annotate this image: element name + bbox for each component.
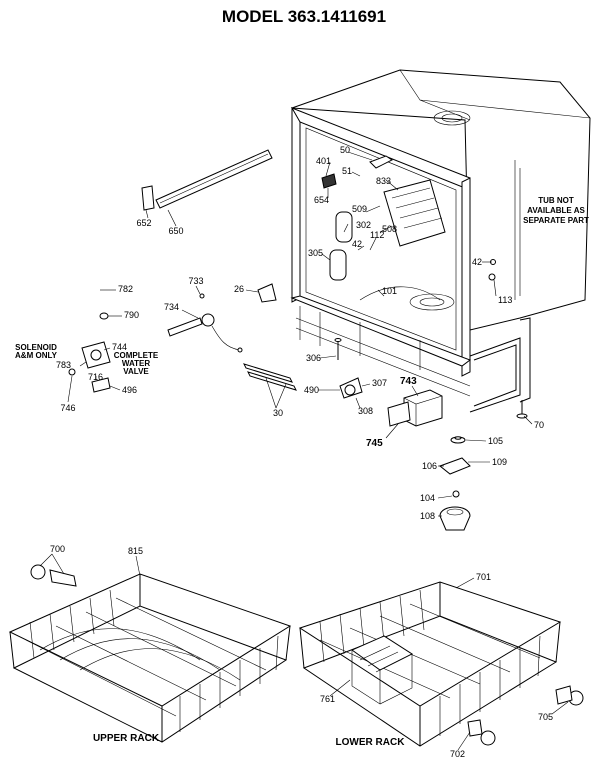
loose-parts-drawing [68, 149, 528, 427]
part-label: 50 [340, 145, 350, 155]
part-label: 701 [476, 572, 491, 582]
part-label: 782 [118, 284, 133, 294]
valve-note: COMPLETE WATER VALVE [114, 351, 159, 376]
part-label: 734 [164, 302, 179, 312]
part-label: 743 [400, 376, 417, 387]
tub-note-line-1: TUB NOT [538, 196, 574, 205]
part-label: 783 [56, 360, 71, 370]
part-label: 112 [370, 230, 384, 240]
part-label: 105 [488, 436, 503, 446]
upper-rack-drawing [8, 564, 292, 743]
part-label: 401 [316, 156, 331, 166]
part-label: 700 [50, 544, 65, 554]
part-label: 104 [420, 493, 435, 503]
part-label: 307 [372, 378, 387, 388]
part-label: 508 [382, 224, 397, 234]
tub-drawing [290, 69, 591, 413]
part-label: 42 [352, 239, 362, 249]
part-label: 106 [422, 461, 437, 471]
solenoid-note-line-1: SOLENOID [15, 343, 57, 352]
part-label: 745 [366, 438, 383, 449]
part-label: 652 [136, 218, 151, 228]
part-label: 761 [320, 694, 335, 704]
part-label: 705 [538, 712, 553, 722]
part-label: 815 [128, 546, 143, 556]
valve-note-line-3: VALVE [123, 367, 149, 376]
part-label: 496 [122, 385, 137, 395]
part-label: 305 [308, 248, 323, 258]
spray-parts-drawing [438, 436, 471, 531]
part-label: 654 [314, 195, 329, 205]
model-title: MODEL 363.1411691 [222, 7, 386, 26]
part-label: 51 [342, 166, 352, 176]
part-label: 70 [534, 420, 544, 430]
part-label: 42 [472, 257, 482, 267]
part-label: 26 [234, 284, 244, 294]
part-label: 702 [450, 749, 465, 759]
part-label: 650 [168, 226, 183, 236]
tub-note: TUB NOT AVAILABLE AS SEPARATE PART [523, 196, 589, 225]
part-label: 746 [60, 403, 75, 413]
part-label: 790 [124, 310, 139, 320]
lower-rack-caption: LOWER RACK [336, 737, 406, 748]
part-label: 302 [356, 220, 371, 230]
solenoid-note-line-2: A&M ONLY [15, 351, 58, 360]
part-label: 30 [273, 408, 283, 418]
tub-note-line-3: SEPARATE PART [523, 216, 589, 225]
part-label: 716 [88, 372, 103, 382]
part-labels: 50 401 51 654 833 509 302 42 112 508 305… [50, 145, 553, 759]
part-label: 101 [382, 286, 397, 296]
part-label: 108 [420, 511, 435, 521]
part-label: 308 [358, 406, 373, 416]
valve-note-line-2: WATER [122, 359, 151, 368]
part-label: 490 [304, 385, 319, 395]
part-label: 744 [112, 342, 127, 352]
tub-note-line-2: AVAILABLE AS [527, 206, 585, 215]
part-label: 109 [492, 457, 507, 467]
solenoid-note: SOLENOID A&M ONLY [15, 343, 58, 360]
part-label: 833 [376, 176, 391, 186]
valve-note-line-1: COMPLETE [114, 351, 159, 360]
lower-rack-drawing [298, 581, 584, 747]
part-label: 509 [352, 204, 367, 214]
upper-rack-caption: UPPER RACK [93, 733, 160, 744]
part-label: 306 [306, 353, 321, 363]
leader-lines [39, 151, 569, 751]
part-label: 733 [188, 276, 203, 286]
part-label: 113 [498, 295, 512, 305]
